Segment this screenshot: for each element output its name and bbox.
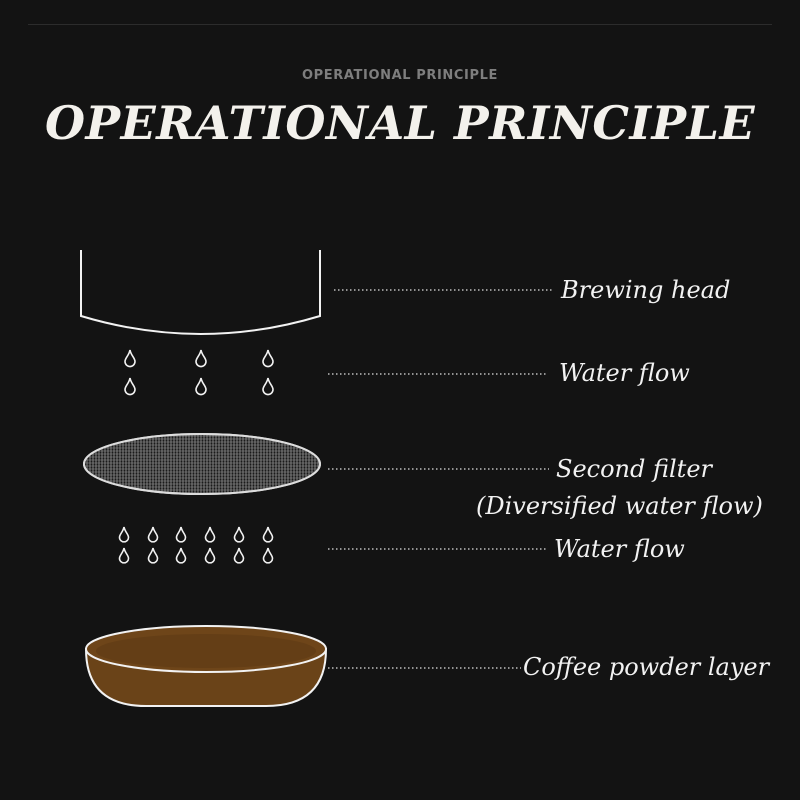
water-drop-icon xyxy=(195,377,207,396)
label-brewing-head: Brewing head xyxy=(561,276,731,304)
water-drops-lower xyxy=(118,526,274,564)
water-drop-icon xyxy=(262,349,274,368)
water-drop-icon xyxy=(175,526,187,543)
page-title: OPERATIONAL PRINCIPLE xyxy=(44,96,756,150)
coffee-powder-bowl xyxy=(84,625,328,707)
water-drop-icon xyxy=(233,526,245,543)
label-second-filter-note: (Diversified water flow) xyxy=(476,492,763,520)
label-second-filter: Second filter xyxy=(556,455,712,483)
water-drops-upper xyxy=(124,349,274,396)
brewing-head-shape xyxy=(80,250,321,335)
water-drop-icon xyxy=(233,547,245,564)
water-drop-icon xyxy=(204,547,216,564)
water-drop-icon xyxy=(262,526,274,543)
water-drop-icon xyxy=(124,349,136,368)
water-drop-icon xyxy=(124,377,136,396)
page-subtitle: OPERATIONAL PRINCIPLE xyxy=(302,68,498,83)
second-filter-shape xyxy=(83,433,321,495)
water-drop-icon xyxy=(262,547,274,564)
water-drop-icon xyxy=(262,377,274,396)
label-water-flow-lower: Water flow xyxy=(554,535,685,563)
water-drop-icon xyxy=(175,547,187,564)
water-drop-icon xyxy=(147,547,159,564)
water-drop-icon xyxy=(195,349,207,368)
water-drop-icon xyxy=(204,526,216,543)
top-divider xyxy=(28,24,772,25)
water-drop-icon xyxy=(118,547,130,564)
water-drop-icon xyxy=(147,526,159,543)
label-coffee-powder-layer: Coffee powder layer xyxy=(523,653,770,681)
water-drop-icon xyxy=(118,526,130,543)
label-water-flow-upper: Water flow xyxy=(559,359,690,387)
